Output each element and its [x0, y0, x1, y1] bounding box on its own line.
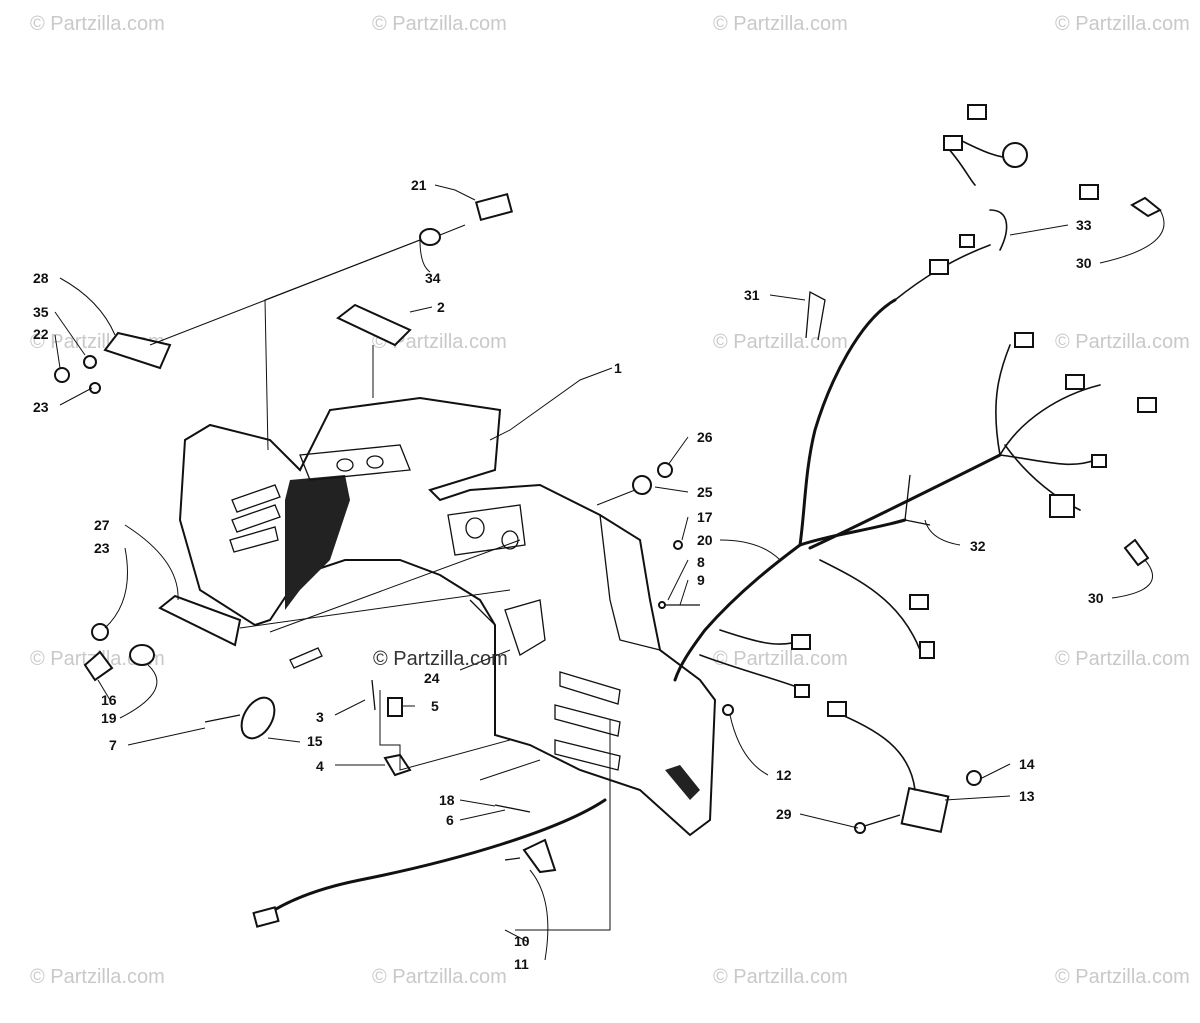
small-parts [54, 192, 1162, 874]
callout-7: 7 [109, 737, 117, 753]
callout-13: 13 [1019, 788, 1035, 804]
callout-9: 9 [697, 572, 705, 588]
watermark: © Partzilla.com [713, 966, 848, 988]
watermark: © Partzilla.com [1055, 966, 1190, 988]
plate-part [103, 331, 172, 370]
watermark: © Partzilla.com [713, 13, 848, 35]
callout-35: 35 [33, 304, 49, 320]
callout-22: 22 [33, 326, 49, 342]
callout-26: 26 [697, 429, 713, 445]
callout-14: 14 [1019, 756, 1035, 772]
watermark: © Partzilla.com [713, 331, 848, 353]
callout-29: 29 [776, 806, 792, 822]
callout-33: 33 [1076, 217, 1092, 233]
callout-30: 30 [1088, 590, 1104, 606]
watermark: © Partzilla.com [1055, 13, 1190, 35]
grommet-part [419, 228, 441, 246]
watermark: © Partzilla.com [713, 648, 848, 670]
callout-27: 27 [94, 517, 110, 533]
watermark: © Partzilla.com [372, 331, 507, 353]
callout-12: 12 [776, 767, 792, 783]
callout-19: 19 [101, 710, 117, 726]
center-watermark: © Partzilla.com [373, 648, 508, 670]
callout-21: 21 [411, 177, 427, 193]
callout-3: 3 [316, 709, 324, 725]
callout-23: 23 [94, 540, 110, 556]
callout-16: 16 [101, 692, 117, 708]
callout-30: 30 [1076, 255, 1092, 271]
callout-8: 8 [697, 554, 705, 570]
callout-1: 1 [614, 360, 622, 376]
callout-6: 6 [446, 812, 454, 828]
callout-10: 10 [514, 933, 530, 949]
callout-5: 5 [431, 698, 439, 714]
watermark: © Partzilla.com [30, 13, 165, 35]
callout-25: 25 [697, 484, 713, 500]
leader-lines [54, 184, 1165, 961]
callout-23: 23 [33, 399, 49, 415]
callout-15: 15 [307, 733, 323, 749]
callout-20: 20 [697, 532, 713, 548]
callout-2: 2 [437, 299, 445, 315]
console-housing [178, 396, 717, 837]
callout-31: 31 [744, 287, 760, 303]
watermark: © Partzilla.com [30, 966, 165, 988]
callout-4: 4 [316, 758, 324, 774]
callout-11: 11 [514, 956, 529, 972]
watermark: © Partzilla.com [1055, 331, 1190, 353]
watermark: © Partzilla.com [1055, 648, 1190, 670]
watermark: © Partzilla.com [372, 966, 507, 988]
callout-24: 24 [424, 670, 440, 686]
callout-32: 32 [970, 538, 986, 554]
callout-18: 18 [439, 792, 455, 808]
callout-17: 17 [697, 509, 713, 525]
wire-harness [252, 104, 1157, 928]
decal-part [336, 303, 412, 347]
switch-part [474, 192, 514, 222]
callout-34: 34 [425, 270, 441, 286]
callout-labels: 1 2 3 4 5 6 7 8 9 10 11 12 13 14 15 16 1… [33, 177, 1104, 972]
watermark: © Partzilla.com [372, 13, 507, 35]
callout-28: 28 [33, 270, 49, 286]
